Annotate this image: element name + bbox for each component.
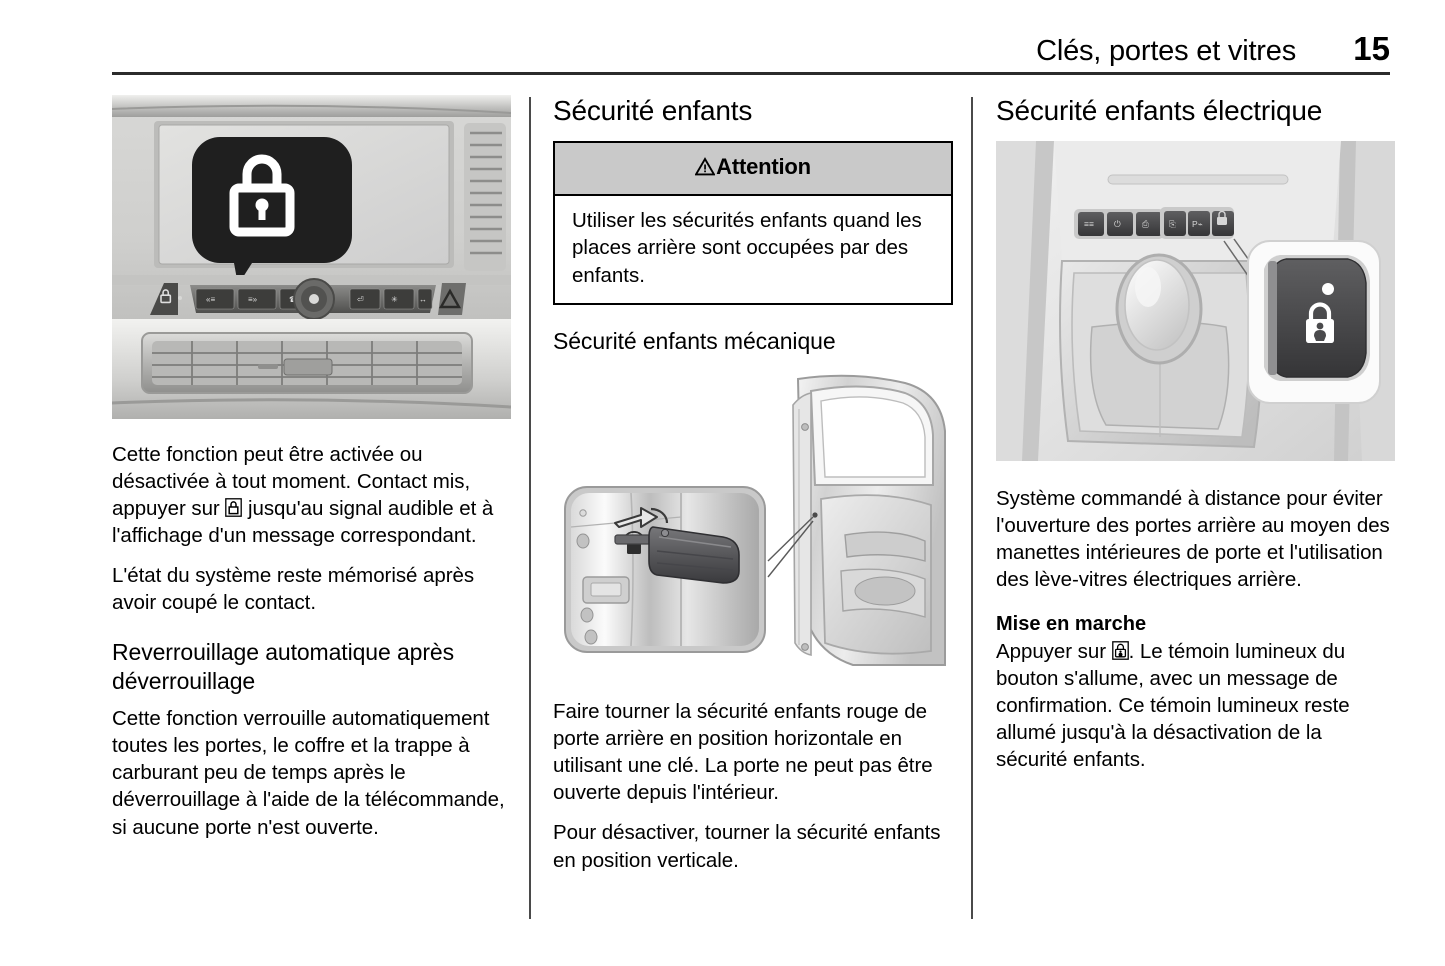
svg-text:P⌁: P⌁ [1192,219,1203,229]
column-right: Sécurité enfants électrique [996,95,1396,925]
svg-text:«≡: «≡ [206,295,215,304]
lock-callout-bubble [192,137,352,285]
middle-paragraph-2: Pour désactiver, tourner la sécurité enf… [553,821,941,872]
svg-text:⎘: ⎘ [1169,219,1176,229]
svg-text:≡≡: ≡≡ [1084,219,1094,229]
console-child-lock-button-figure: ≡≡ ⏻ ⎙ ⎘ P⌁ [996,141,1395,461]
svg-text:⏻: ⏻ [1114,219,1121,229]
right-subheading: Mise en marche [996,613,1147,636]
column-divider-1 [529,97,531,919]
dashboard-lock-figure: «≡≡» ☎⏎ ✳↔ [112,95,511,419]
column-middle: Sécurité enfants Attention Utiliser les … [553,95,953,925]
middle-heading: Sécurité enfants [553,95,753,126]
rear-door-child-lock-figure [553,365,952,681]
right-paragraph-2-before: Appuyer sur [996,640,1112,664]
content-columns: «≡≡» ☎⏎ ✳↔ [0,95,1445,925]
child-lock-magnified-callout [564,486,766,654]
page-title: Clés, portes et vitres [1036,35,1296,67]
svg-text:⏎: ⏎ [357,295,364,304]
left-subheading: Reverrouillage automatique après déverro… [112,639,455,694]
right-paragraph-1: Système commandé à distance pour éviter … [996,487,1390,592]
svg-text:≡»: ≡» [248,295,258,304]
child-safety-lock-pictogram [1306,302,1334,343]
warning-box-body: Utiliser les sécurités enfants quand les… [555,196,951,303]
warning-box: Attention Utiliser les sécurités enfants… [553,141,953,305]
middle-paragraph-1: Faire tourner la sécurité enfants rouge … [553,700,933,805]
svg-text:✳: ✳ [391,295,398,304]
lock-icon [225,498,243,517]
warning-box-header: Attention [555,143,951,196]
gear-shift-knob [1115,253,1203,365]
console-button-group-left: ≡≡ ⏻ ⎙ [1074,209,1164,239]
left-paragraph-2: L'état du système reste mémorisé après a… [112,564,475,615]
left-paragraph-1-before: Cette fonction peut être activée ou désa… [112,443,471,521]
page-header: Clés, portes et vitres 15 [112,30,1390,68]
left-paragraph-1: Cette fonction peut être activée ou désa… [112,441,512,549]
svg-text:↔: ↔ [419,295,427,304]
warning-triangle-icon [694,156,716,182]
column-divider-2 [971,97,973,919]
page-number: 15 [1353,30,1390,67]
header-rule [112,72,1390,75]
button-led-indicator [1322,283,1334,295]
right-paragraph-2-after: . Le témoin lumineux du bouton s'allume,… [996,640,1350,772]
key-fob [614,526,740,585]
child-lock-button-callout [1247,240,1381,404]
column-left: «≡≡» ☎⏎ ✳↔ [112,95,512,925]
right-heading: Sécurité enfants électrique [996,95,1323,126]
left-paragraph-3: Cette fonction verrouille automatiquemen… [112,707,505,839]
middle-subheading: Sécurité enfants mécanique [553,327,836,354]
svg-text:⎙: ⎙ [1142,219,1150,229]
child-safety-lock-icon [1111,641,1129,661]
left-paragraph-1-after: jusqu'au signal audible et à l'affichage… [112,497,494,548]
warning-box-label: Attention [716,154,811,179]
console-button-group-right: ⎘ P⌁ [1160,207,1234,239]
rear-door-shape [792,375,946,667]
right-paragraph-2: Appuyer sur . Le témoin lumineux du bout… [996,638,1396,773]
